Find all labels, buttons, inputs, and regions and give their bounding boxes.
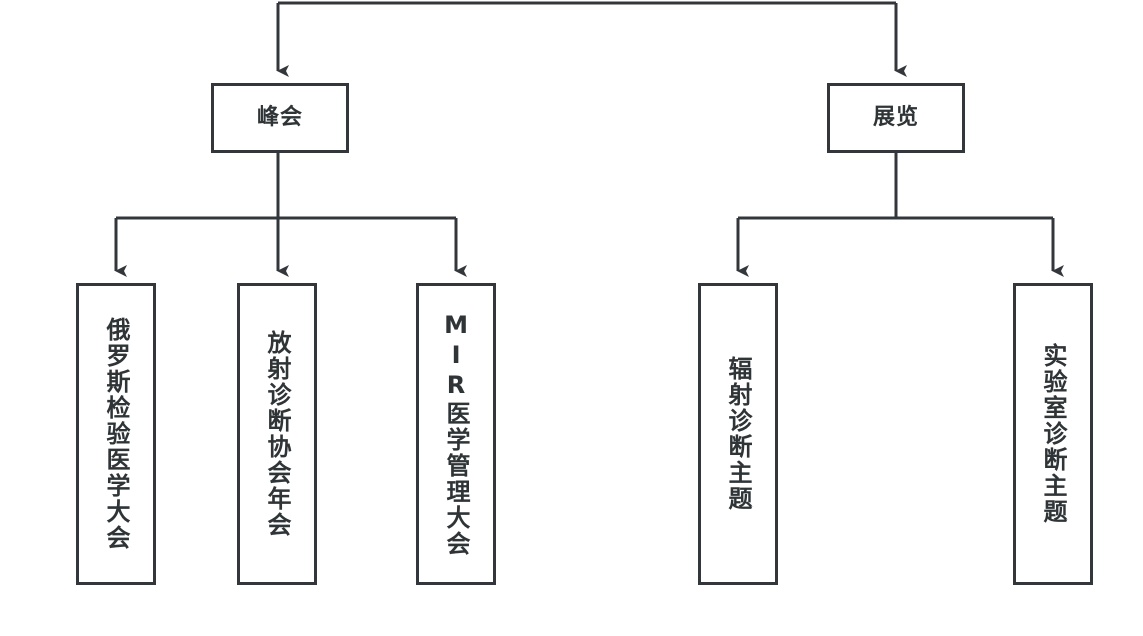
- node-russia-lab-medicine-congress-label: 俄罗斯检验医学大会: [102, 317, 131, 551]
- node-exhibition-label: 展览: [872, 104, 919, 130]
- node-laboratory-diagnosis-theme-label: 实验室诊断主题: [1039, 343, 1068, 525]
- node-summit[interactable]: 峰会: [211, 83, 349, 153]
- node-russia-lab-medicine-congress[interactable]: 俄罗斯检验医学大会: [76, 283, 156, 585]
- node-summit-label: 峰会: [256, 104, 303, 130]
- node-radiology-assoc-annual-meeting-label: 放射诊断协会年会: [263, 330, 292, 538]
- node-radiation-diagnosis-theme[interactable]: 辐射诊断主题: [698, 283, 778, 585]
- node-mir-medical-management-congress[interactable]: MIR医学管理大会: [416, 283, 496, 585]
- node-radiology-assoc-annual-meeting[interactable]: 放射诊断协会年会: [237, 283, 317, 585]
- node-laboratory-diagnosis-theme[interactable]: 实验室诊断主题: [1013, 283, 1093, 585]
- node-exhibition[interactable]: 展览: [827, 83, 965, 153]
- node-mir-medical-management-congress-label: MIR医学管理大会: [442, 311, 471, 557]
- node-radiation-diagnosis-theme-label: 辐射诊断主题: [724, 356, 753, 512]
